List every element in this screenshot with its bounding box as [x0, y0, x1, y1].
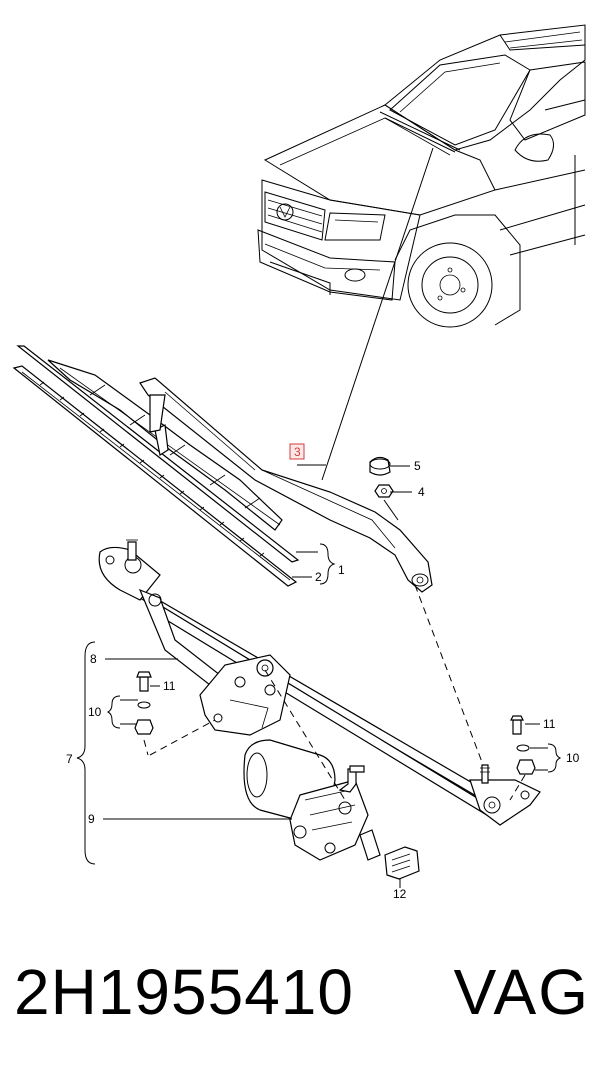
motor-axis-line: [264, 669, 346, 801]
wiper-blade: [12, 345, 300, 587]
callout-11-right[interactable]: 11: [543, 717, 556, 731]
wiper-arm: [139, 377, 433, 593]
callout-10-left[interactable]: 10: [88, 705, 102, 719]
right-bolt-washer: [509, 715, 536, 801]
callout-labels: 3 5 4 1 2 8 11 10 7 9 11 10 12: [66, 443, 580, 901]
callout-8[interactable]: 8: [90, 652, 97, 666]
wiper-motor: [243, 739, 381, 861]
vehicle-illustration: [257, 24, 586, 328]
highlight-box-3: [289, 443, 305, 460]
callout-9[interactable]: 9: [88, 812, 95, 826]
wiper-linkage: [98, 539, 541, 826]
callout-12[interactable]: 12: [393, 887, 407, 901]
part-number: 2H1955410: [14, 956, 354, 1028]
leader-lines: [76, 464, 562, 865]
left-bolt-washer: [134, 671, 216, 756]
callout-7[interactable]: 7: [66, 752, 73, 766]
callout-1[interactable]: 1: [338, 563, 345, 577]
callout-2[interactable]: 2: [315, 570, 322, 584]
nut-and-cap: [369, 456, 399, 521]
callout-10-right[interactable]: 10: [566, 751, 580, 765]
callout-11-left[interactable]: 11: [163, 679, 176, 693]
motor-connector: [384, 846, 420, 888]
vehicle-to-arm-leader: [321, 147, 434, 481]
callout-5[interactable]: 5: [414, 459, 421, 473]
callout-3[interactable]: 3: [294, 445, 301, 459]
callout-4[interactable]: 4: [418, 485, 425, 499]
brand-label: VAG: [453, 956, 590, 1028]
nut-axis-line: [414, 584, 486, 771]
